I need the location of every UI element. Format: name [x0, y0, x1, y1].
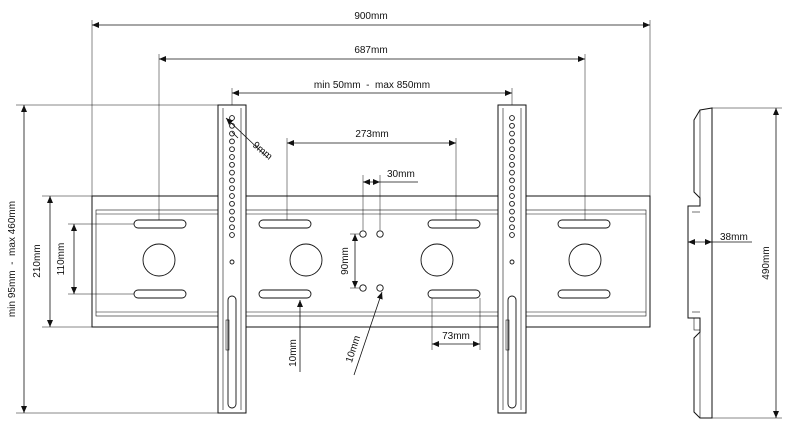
right-arm: [497, 104, 527, 414]
dim-overall-width: 900mm: [354, 11, 387, 22]
left-arm: [217, 104, 247, 414]
arm-adjustment-hole: [229, 130, 235, 137]
arm-adjustment-hole: [509, 193, 515, 199]
arm-adjustment-hole: [229, 216, 235, 223]
arm-adjustment-hole: [229, 177, 235, 184]
arm-adjustment-hole: [229, 169, 235, 176]
arm-adjustment-hole: [509, 177, 515, 184]
dim-side-height: 490mm: [761, 246, 772, 279]
dim-hole-pitch: 9mm: [250, 140, 274, 163]
arm-adjustment-hole: [229, 161, 235, 168]
dim-slot-spacing: 273mm: [355, 129, 388, 140]
dimension-lines: [16, 20, 782, 419]
dim-slot-width: 73mm: [442, 331, 470, 342]
arm-adjustment-hole: [509, 122, 515, 129]
dim-arm-spacing: min 50mm - max 850mm: [314, 80, 430, 91]
arm-adjustment-hole: [509, 216, 515, 223]
arm-adjustment-hole: [509, 200, 515, 207]
dim-depth: 38mm: [720, 232, 748, 243]
arm-adjustment-hole: [509, 154, 515, 160]
dim-center-vertical: 90mm: [340, 247, 351, 275]
dim-plate-height-inner: 110mm: [56, 243, 67, 276]
side-view: [687, 107, 713, 419]
dim-plate-height-outer: 210mm: [32, 244, 43, 277]
plate-cutouts: [142, 243, 602, 277]
arm-adjustment-hole: [229, 115, 235, 121]
arm-adjustment-hole: [229, 154, 235, 160]
arm-adjustment-hole: [229, 208, 235, 215]
wall-plate: [91, 195, 651, 328]
front-view: [91, 104, 651, 414]
arm-adjustment-hole: [509, 161, 515, 168]
arm-adjustment-hole: [229, 232, 235, 238]
arm-adjustment-hole: [509, 115, 515, 121]
arm-adjustment-hole: [509, 146, 515, 153]
arm-adjustment-hole: [509, 138, 515, 145]
arm-adjustment-hole: [509, 185, 515, 192]
arm-adjustment-hole: [229, 224, 235, 231]
arm-adjustment-hole: [229, 185, 235, 192]
arm-adjustment-hole: [229, 193, 235, 199]
arm-adjustment-hole: [509, 169, 515, 176]
dim-vesa-max: 687mm: [354, 45, 387, 56]
dim-mount-height-range: min 95mm - max 460mm: [7, 201, 18, 317]
arm-adjustment-hole: [509, 208, 515, 215]
dim-center-hole-diameter: 10mm: [344, 334, 363, 364]
arm-adjustment-hole: [229, 146, 235, 153]
dim-center-hole-spacing: 30mm: [387, 169, 415, 180]
arm-adjustment-hole: [509, 130, 515, 137]
arm-adjustment-hole: [509, 224, 515, 231]
dim-arm-slot-offset: 10mm: [288, 339, 299, 367]
arm-adjustment-hole: [229, 200, 235, 207]
arm-adjustment-hole: [229, 138, 235, 145]
arm-adjustment-hole: [509, 232, 515, 238]
